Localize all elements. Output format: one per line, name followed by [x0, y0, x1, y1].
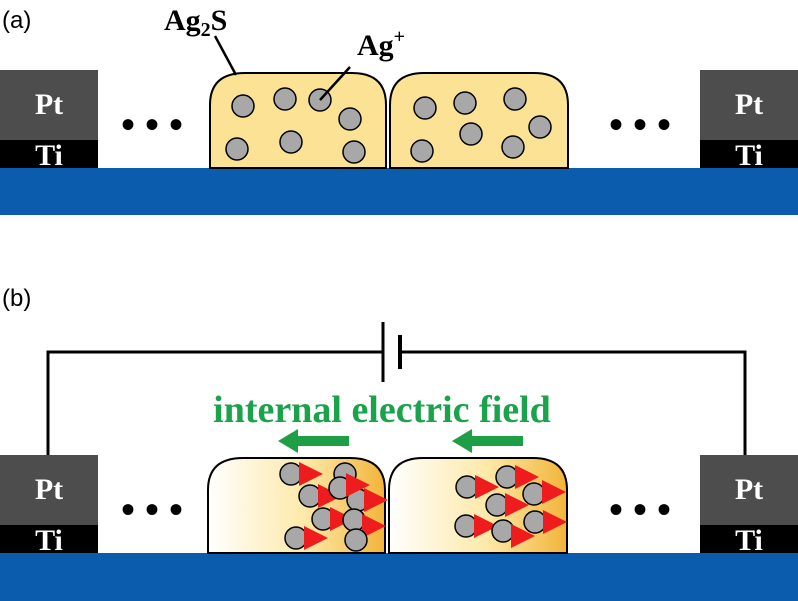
right-electrode-b: Pt Ti [700, 455, 798, 557]
field-arrow-left [278, 429, 349, 453]
ag-ion [410, 139, 434, 163]
ag-ion [231, 94, 255, 118]
ag2s-island [209, 72, 387, 169]
ti-layer [0, 140, 98, 168]
migrating-ion [455, 475, 499, 499]
migrating-ion [279, 462, 323, 486]
ag-ion [503, 87, 527, 111]
ag-ion [225, 137, 249, 161]
substrate-b [0, 553, 798, 601]
left-electrode-b: Pt Ti [0, 455, 98, 557]
ellipsis-left: • • • [121, 102, 183, 147]
panel-a: (a) Pt Ti Pt Ti • • • • • • [0, 4, 798, 215]
ag2s-island-polarized [388, 457, 568, 554]
panel-b-label: (b) [2, 285, 31, 312]
migrating-ion [485, 493, 529, 517]
panel-a-label: (a) [2, 7, 31, 34]
pt-label: Pt [735, 88, 763, 121]
pt-layer [0, 70, 98, 140]
ellipsis-right: • • • [609, 487, 671, 532]
ag-ion [501, 135, 525, 159]
ti-label: Ti [35, 524, 63, 557]
ag-ion [273, 87, 297, 111]
pt-layer [700, 455, 798, 525]
migrating-ion [311, 507, 354, 531]
migrating-ion [491, 519, 535, 548]
panel-b: (b) internal electric field Pt Ti Pt Ti … [0, 285, 798, 601]
ag-ion [338, 107, 362, 131]
ag-ion [453, 91, 477, 115]
ti-layer [0, 525, 98, 553]
field-arrow-right [452, 429, 523, 453]
migrating-ion [454, 514, 498, 538]
ag-ions-a [225, 87, 552, 164]
pt-layer [0, 455, 98, 525]
ti-layer [700, 140, 798, 168]
ag2s-callout: Ag2S [164, 4, 227, 41]
migrating-ion [342, 508, 386, 538]
ag-ion [279, 130, 303, 154]
ti-label: Ti [735, 524, 763, 557]
ti-layer [700, 525, 798, 553]
right-electrode-a: Pt Ti [700, 70, 798, 172]
migrating-ion [328, 473, 370, 500]
agplus-callout: Ag+ [357, 26, 405, 62]
ag-ion [413, 96, 437, 120]
ag-ion [459, 122, 483, 146]
substrate-a [0, 168, 798, 215]
ellipsis-left: • • • [121, 487, 183, 532]
ag2s-leader-line [213, 35, 238, 76]
migrating-ion [495, 465, 539, 489]
agplus-leader-line [319, 66, 351, 101]
ti-label: Ti [735, 139, 763, 172]
ellipsis-right: • • • [609, 102, 671, 147]
migrating-ion [344, 528, 368, 552]
circuit-wire [46, 350, 747, 455]
ag-ions-b [279, 462, 567, 552]
ag-ion [528, 115, 552, 139]
field-label: internal electric field [213, 389, 551, 431]
pt-label: Pt [35, 88, 63, 121]
migrating-ion [284, 526, 328, 550]
pt-label: Pt [35, 473, 63, 506]
pt-label: Pt [735, 473, 763, 506]
pt-layer [700, 70, 798, 140]
left-electrode-a: Pt Ti [0, 70, 98, 172]
ti-label: Ti [35, 139, 63, 172]
ag-ion [342, 140, 366, 164]
